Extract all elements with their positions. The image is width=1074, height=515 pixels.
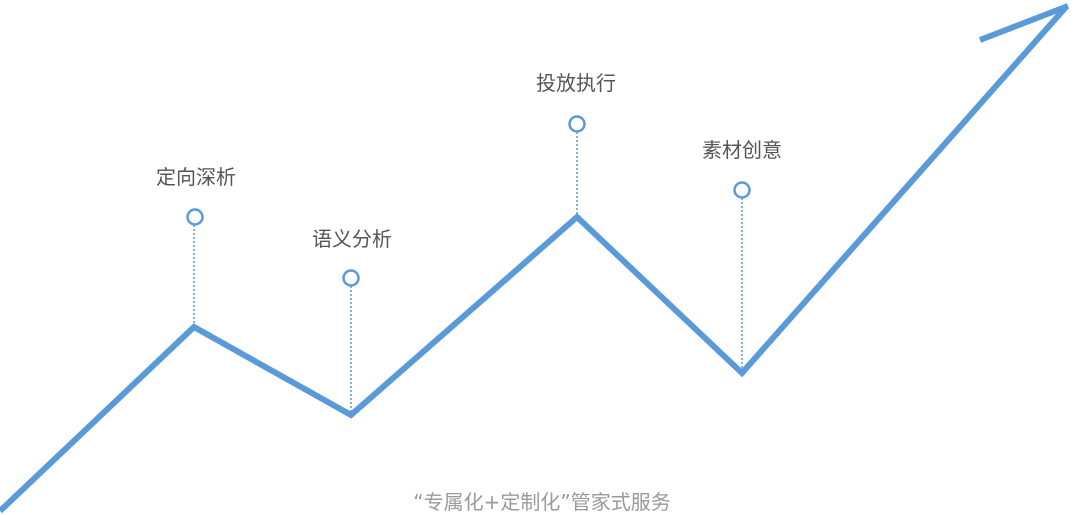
caption: “专属化+定制化”管家式服务 bbox=[413, 490, 671, 514]
marker-circle-4 bbox=[733, 181, 751, 199]
marker-circle-2 bbox=[342, 269, 360, 287]
growth-line bbox=[0, 5, 1069, 514]
marker-circle-3 bbox=[568, 115, 586, 133]
marker-circle-1 bbox=[186, 208, 204, 226]
step-label-4: 素材创意 bbox=[702, 138, 782, 162]
step-label-2: 语义分析 bbox=[312, 227, 392, 251]
step-label-1: 定向深析 bbox=[156, 165, 236, 189]
step-label-3: 投放执行 bbox=[536, 71, 616, 95]
arrow-head bbox=[978, 3, 1070, 43]
